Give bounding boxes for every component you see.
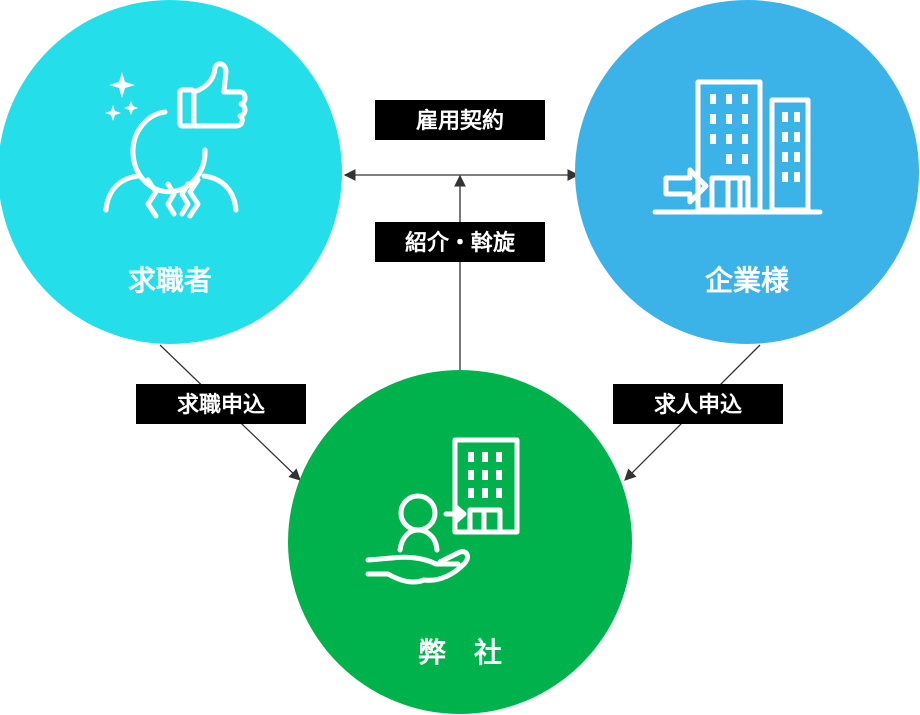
- employment-contract-label: 雇用契約: [416, 108, 504, 134]
- our-company-circle: [288, 370, 632, 714]
- introduction-tag: 紹介・斡旋: [375, 222, 545, 262]
- job-seeker-node: 求職者: [0, 0, 342, 344]
- job-seeker-label: 求職者: [128, 264, 212, 297]
- our-company-label: 弊 社: [418, 636, 502, 669]
- company-node: 企業様: [575, 0, 919, 344]
- employment-contract-tag: 雇用契約: [375, 100, 545, 140]
- job-offer-tag: 求人申込: [613, 384, 783, 424]
- person-thumbs-up-icon: [103, 61, 248, 219]
- our-company-node: 弊 社: [288, 370, 632, 714]
- job-offer-label: 求人申込: [654, 393, 742, 418]
- job-application-label: 求職申込: [177, 392, 265, 418]
- introduction-label: 紹介・斡旋: [405, 230, 516, 256]
- company-circle: [575, 0, 919, 344]
- job-seeker-circle: [0, 0, 342, 344]
- building-entry-icon: [652, 79, 823, 215]
- job-application-tag: 求職申込: [136, 384, 306, 424]
- company-label: 企業様: [705, 264, 790, 297]
- hand-person-building-icon: [365, 437, 520, 585]
